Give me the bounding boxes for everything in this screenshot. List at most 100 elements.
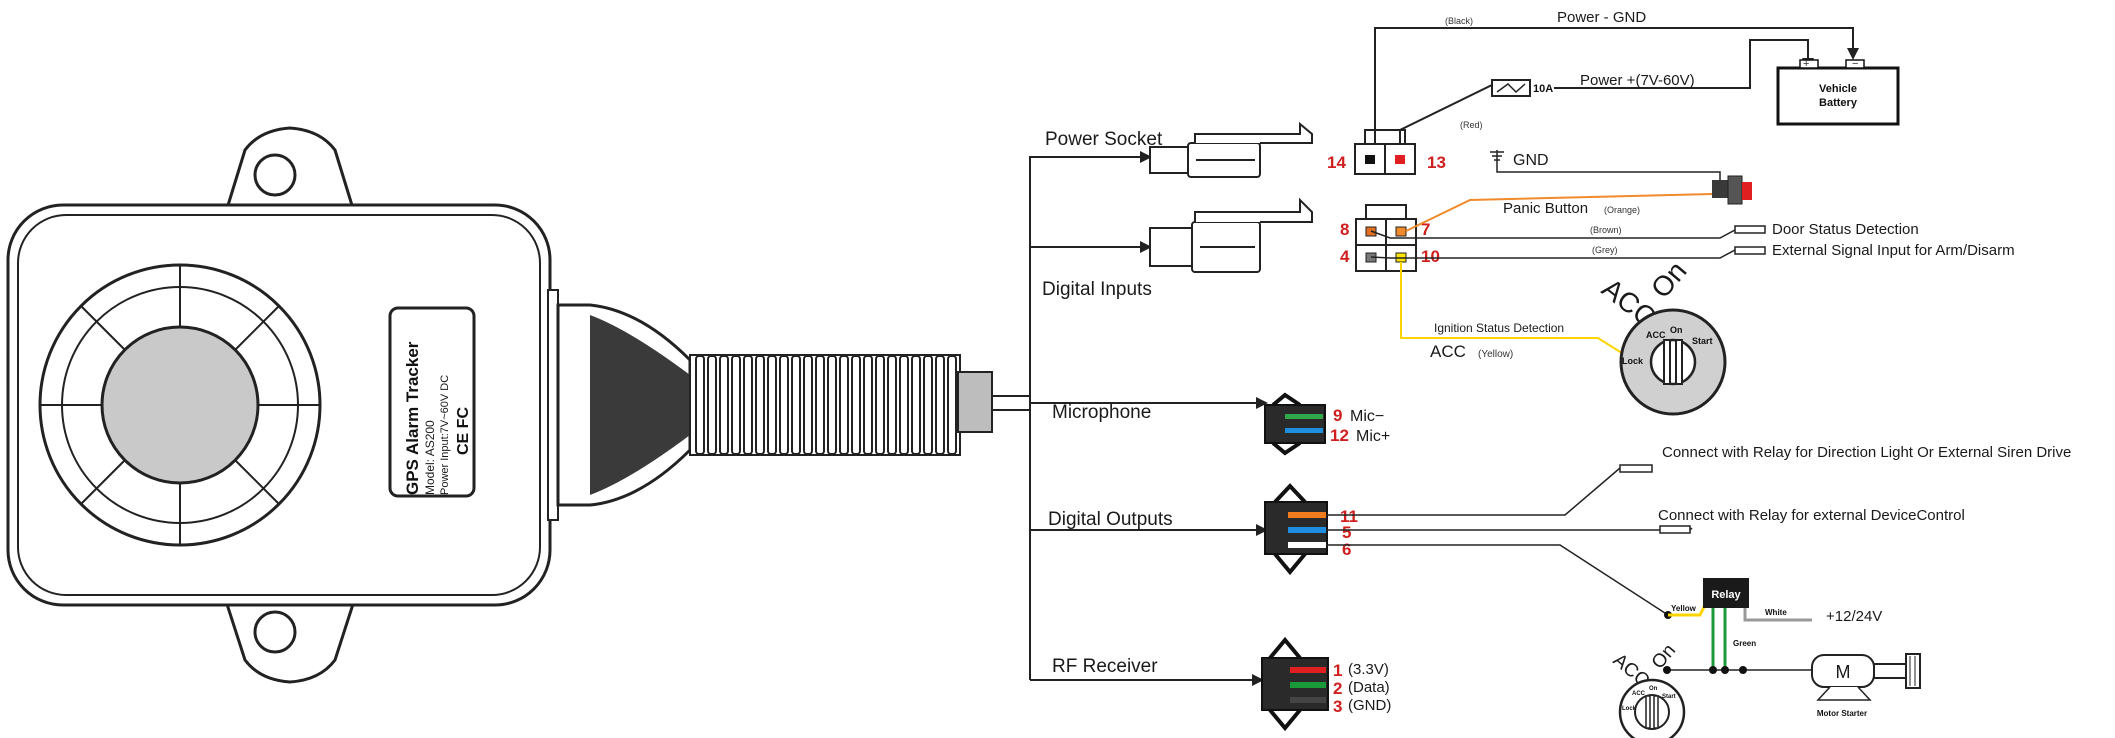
ignition2-key-start: Start — [1662, 694, 1676, 700]
panic-button-label: Panic Button — [1503, 200, 1588, 217]
sleeve-rib — [767, 355, 777, 455]
external-signal-label: External Signal Input for Arm/Disarm — [1772, 242, 2015, 259]
battery-label-line1: Vehicle — [1819, 83, 1857, 95]
battery-label-line2: Battery — [1819, 97, 1858, 109]
mount-hole-bottom — [253, 610, 297, 654]
sleeve-rib — [923, 355, 933, 455]
device-label-plate — [388, 306, 476, 498]
rf-receiver-connector: 1 (3.3V) 2 (Data) 3 (GND) — [1261, 636, 1391, 732]
door-status-label: Door Status Detection — [1772, 221, 1919, 238]
panic-button — [1712, 175, 1752, 205]
ignition-key-lock: Lock — [1622, 356, 1644, 366]
mic-pin-9: 9 — [1333, 406, 1342, 425]
wire-grey-label: (Grey) — [1592, 245, 1618, 255]
relay-direction-label: Connect with Relay for Direction Light O… — [1662, 444, 2071, 461]
sleeve-rib — [911, 355, 921, 455]
relay-wire-green: Green — [1733, 639, 1756, 648]
sleeve-rib — [935, 355, 945, 455]
cable-sleeve — [689, 354, 1030, 456]
out-pin-6: 6 — [1342, 540, 1351, 559]
pin-7-orange — [1395, 226, 1407, 237]
ignition-switch: ACC On ACC On Start Lock — [1596, 255, 1727, 416]
digital-inputs-plug — [1149, 197, 1313, 273]
device-model: Model: AS200 — [423, 420, 437, 495]
power-socket-plug — [1149, 121, 1313, 178]
rf-pin-3: 3 — [1333, 697, 1342, 716]
sleeve-rib — [815, 355, 825, 455]
pin-7-label: 7 — [1421, 220, 1430, 239]
sleeve-rib — [947, 355, 957, 455]
sleeve-rib — [875, 355, 885, 455]
rf-pin-1: 1 — [1333, 661, 1342, 680]
relay-device-label: Connect with Relay for external DeviceCo… — [1658, 507, 1965, 524]
sleeve-rib — [863, 355, 873, 455]
sleeve-rib — [803, 355, 813, 455]
acc-label: ACC — [1430, 342, 1466, 361]
ignition-key-start: Start — [1692, 336, 1713, 346]
wire-black-label: (Black) — [1445, 16, 1473, 26]
sleeve-rib — [887, 355, 897, 455]
power-gnd-label: Power - GND — [1557, 9, 1646, 26]
input-connector: 8 7 4 10 — [1340, 204, 1440, 272]
power-plus-label: Power +(7V-60V) — [1580, 72, 1695, 89]
vehicle-battery: + − Vehicle Battery — [1776, 58, 1900, 126]
out-pin-11: 11 — [1340, 507, 1358, 526]
relay-label: Relay — [1711, 589, 1741, 601]
gnd-label: GND — [1513, 152, 1549, 169]
sleeve-rib — [791, 355, 801, 455]
wire-yellow-label: (Yellow) — [1478, 349, 1513, 360]
ignition2-key-lock: Lock — [1622, 706, 1637, 712]
rf-gnd-label: (GND) — [1348, 697, 1391, 714]
sleeve-rib — [851, 355, 861, 455]
ignition-status-label: Ignition Status Detection — [1434, 321, 1564, 335]
supply-voltage-label: +12/24V — [1826, 608, 1882, 625]
relay-box — [1703, 578, 1749, 608]
power-connector: 14 13 — [1327, 129, 1446, 175]
digital-inputs-label: Digital Inputs — [1042, 279, 1152, 300]
sleeve-rib — [695, 355, 705, 455]
pin-8-label: 8 — [1340, 220, 1349, 239]
ignition-on-label: On — [1645, 255, 1693, 304]
sleeve-rib — [755, 355, 765, 455]
fuse-10a: 10A — [1491, 79, 1553, 97]
digital-outputs-label: Digital Outputs — [1048, 509, 1173, 530]
sleeve-rib — [743, 355, 753, 455]
digital-outputs-connector: 11 5 6 — [1264, 483, 1358, 576]
ignition2-on-label: On — [1648, 640, 1680, 673]
sleeve-rib — [839, 355, 849, 455]
ignition-key-on: On — [1670, 325, 1683, 335]
rf-receiver-label: RF Receiver — [1052, 656, 1158, 677]
microphone-connector: 9 Mic− 12 Mic+ — [1264, 392, 1390, 456]
fuse-label: 10A — [1533, 83, 1553, 95]
svg-text:−: − — [1852, 58, 1858, 70]
wire-orange-label: (Orange) — [1604, 205, 1640, 215]
motor-label: M — [1836, 662, 1851, 682]
mount-hole-top — [253, 153, 297, 197]
sleeve-rib — [707, 355, 717, 455]
pin-14-black — [1365, 155, 1375, 164]
microphone-label: Microphone — [1052, 402, 1151, 423]
pin-14-label: 14 — [1327, 153, 1346, 172]
pin-13-label: 13 — [1427, 153, 1446, 172]
sleeve-rib — [899, 355, 909, 455]
device-certification-marks: CE FC — [455, 407, 472, 455]
rf-data-label: (Data) — [1348, 679, 1390, 696]
mic-minus-label: Mic− — [1350, 408, 1384, 425]
power-socket-label: Power Socket — [1045, 129, 1163, 150]
device-body: GPS Alarm Tracker Model: AS200 Power Inp… — [6, 126, 1030, 684]
out-pin-5: 5 — [1342, 523, 1351, 542]
motor-starter-label: Motor Starter — [1817, 709, 1867, 718]
ignition-key-acc: ACC — [1646, 330, 1666, 340]
wire-brown-label: (Brown) — [1590, 225, 1622, 235]
relay-wire-white: White — [1765, 608, 1787, 617]
pin-4-label: 4 — [1340, 247, 1350, 266]
ignition2-key-on: On — [1649, 686, 1658, 692]
device-name: GPS Alarm Tracker — [403, 341, 422, 495]
relay-wire-yellow: Yellow — [1671, 604, 1697, 613]
svg-text:+: + — [1803, 58, 1809, 70]
sleeve-rib — [719, 355, 729, 455]
wire-red-label: (Red) — [1460, 120, 1483, 130]
sleeve-rib — [827, 355, 837, 455]
mic-plus-label: Mic+ — [1356, 428, 1390, 445]
